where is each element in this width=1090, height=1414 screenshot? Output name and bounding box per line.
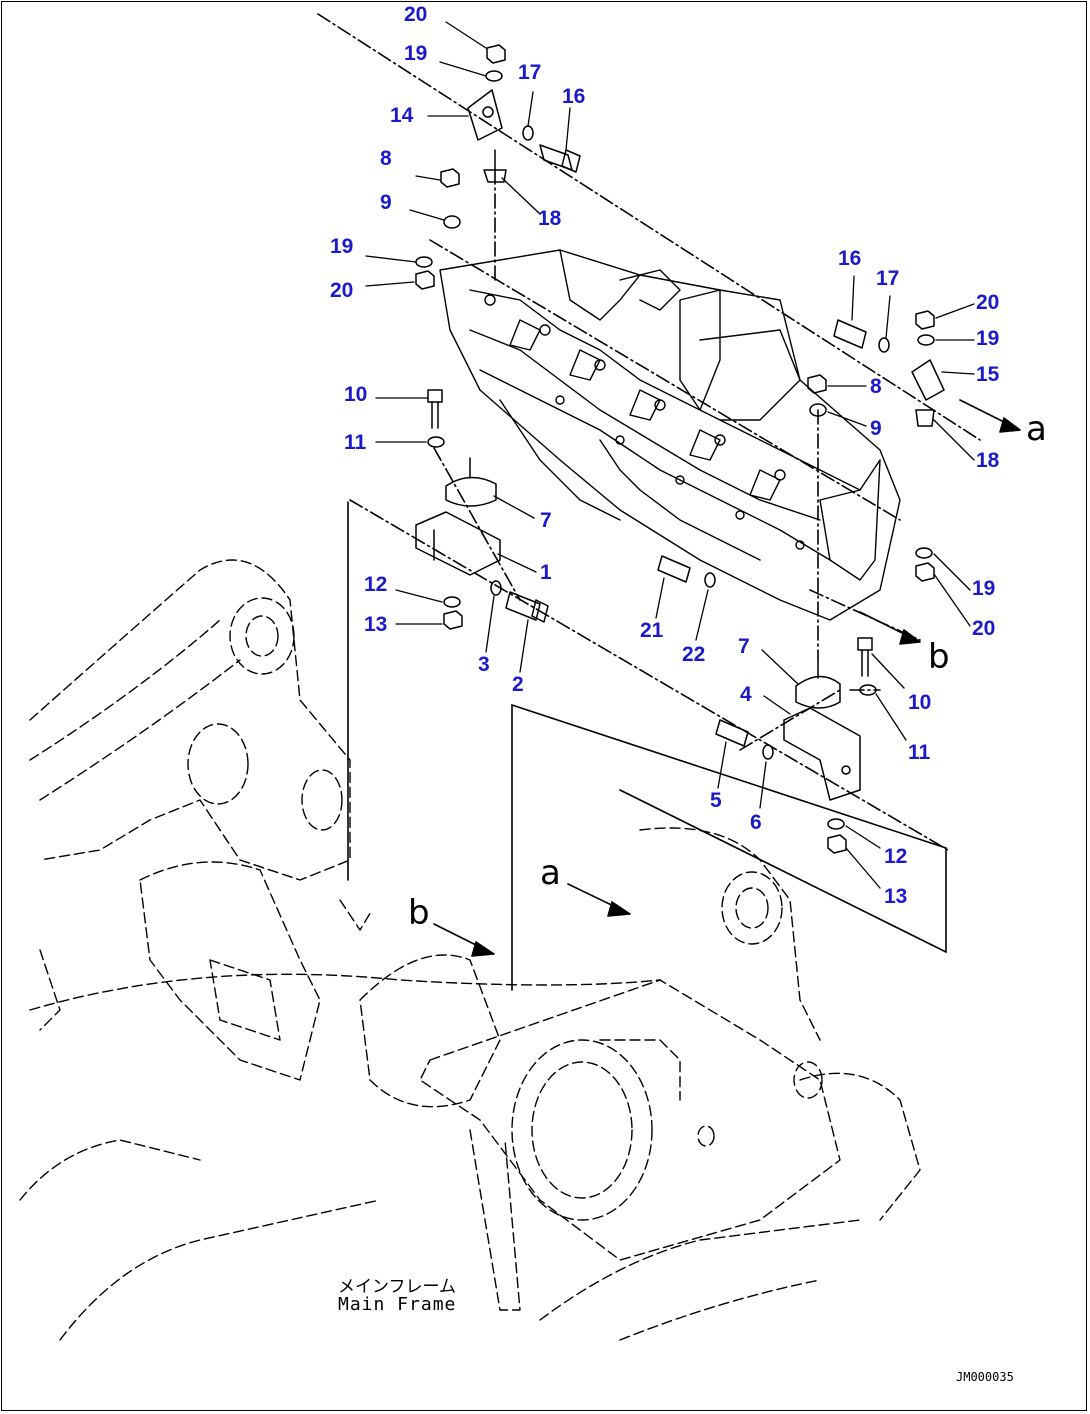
- view-arrows: [433, 399, 1021, 957]
- callout-11-right: 11: [908, 741, 931, 764]
- callout-7-left: 7: [540, 509, 552, 532]
- callout-16-top: 16: [562, 85, 586, 108]
- callout-20-top: 20: [404, 3, 428, 26]
- callout-12-right: 12: [884, 845, 908, 868]
- callout-18-right: 18: [976, 449, 1000, 472]
- view-ref-a-lower: a: [540, 853, 561, 893]
- main-frame-label-japanese: メインフレーム: [338, 1277, 456, 1297]
- callout-5: 5: [710, 789, 722, 812]
- callout-13-right: 13: [884, 885, 908, 908]
- callout-15: 15: [976, 363, 1000, 386]
- view-ref-b-upper: b: [928, 637, 950, 677]
- callout-9-top: 9: [380, 191, 392, 214]
- callout-12-left: 12: [364, 573, 388, 596]
- callout-20-lower: 20: [972, 617, 996, 640]
- assembly-axis-lines: [317, 13, 981, 851]
- main-frame-label-english: Main Frame: [338, 1294, 457, 1315]
- callout-14: 14: [390, 104, 414, 127]
- callout-11-left: 11: [344, 431, 367, 454]
- callout-9-right: 9: [870, 417, 882, 440]
- view-ref-a-upper: a: [1026, 409, 1047, 449]
- callout-8-right: 8: [870, 375, 882, 398]
- callout-20-left: 20: [330, 279, 354, 302]
- callout-21: 21: [640, 619, 664, 642]
- callout-7-right: 7: [738, 635, 750, 658]
- callout-8-top: 8: [380, 147, 392, 170]
- phantom-frame-lines: [347, 501, 947, 991]
- view-ref-b-lower: b: [408, 893, 430, 933]
- engine-block: [439, 249, 901, 621]
- callout-17-top: 17: [518, 61, 542, 84]
- callout-17-right: 17: [876, 267, 900, 290]
- callout-19-left: 19: [330, 235, 354, 258]
- callout-10-left: 10: [344, 383, 368, 406]
- callout-22: 22: [682, 643, 706, 666]
- callout-2: 2: [512, 673, 524, 696]
- callout-1: 1: [540, 561, 552, 584]
- callout-19-top: 19: [404, 42, 428, 65]
- leader-lines: [365, 21, 975, 889]
- callout-4: 4: [740, 683, 752, 706]
- callout-6: 6: [750, 811, 762, 834]
- callout-10-right: 10: [908, 691, 932, 714]
- callout-20-right: 20: [976, 291, 1000, 314]
- callout-13-left: 13: [364, 613, 388, 636]
- callout-18-top: 18: [538, 207, 562, 230]
- drawing-code: JM000035: [956, 1370, 1014, 1384]
- callout-3: 3: [478, 653, 490, 676]
- callout-19-lower: 19: [972, 577, 996, 600]
- callout-19-right: 19: [976, 327, 1000, 350]
- main-frame-phantom: [19, 559, 921, 1341]
- callout-16-right: 16: [838, 247, 862, 270]
- hardware-parts: [415, 44, 945, 854]
